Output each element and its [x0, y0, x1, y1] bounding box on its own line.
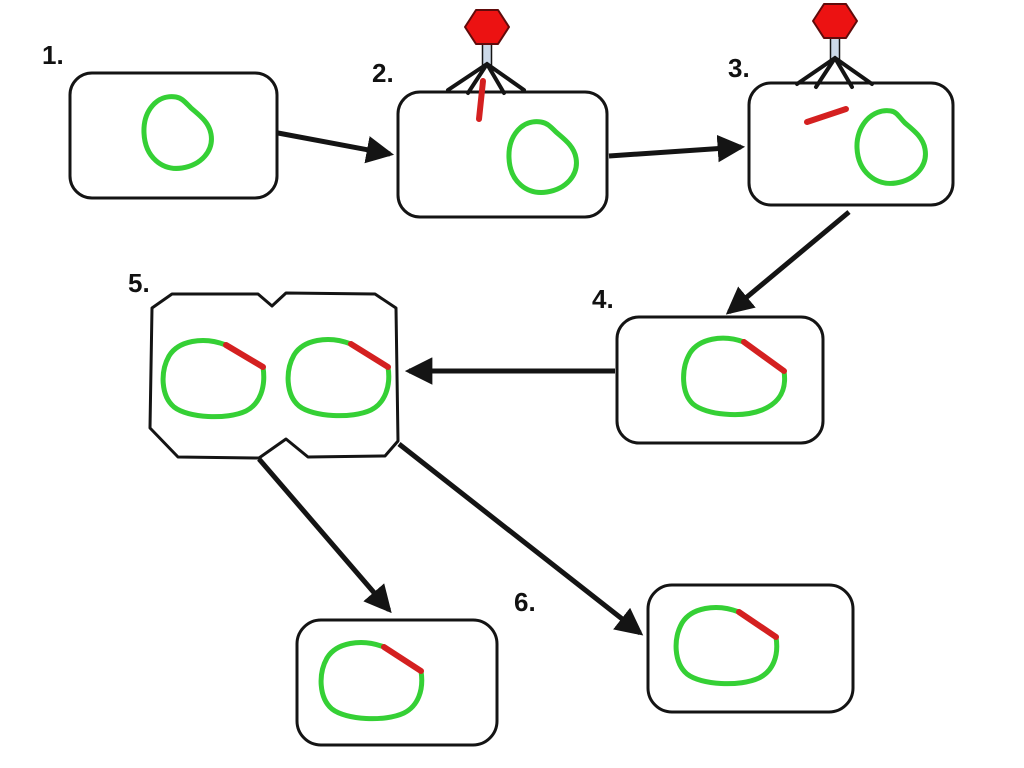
- plasmid-loop-icon: [141, 94, 214, 171]
- bacteriophage-icon: [795, 3, 874, 89]
- plasmid-loop-icon: [318, 640, 425, 722]
- plasmid-loop-icon: [506, 119, 579, 195]
- plasmid-loop-icon: [285, 337, 392, 419]
- integrated-viral-dna-icon: [736, 609, 779, 640]
- phage-capsid-head: [464, 9, 510, 45]
- step-1-label: 1.: [42, 40, 64, 70]
- bacteriophage-icon: [446, 9, 526, 95]
- phage-tail-fibers: [446, 62, 526, 95]
- cell-membrane: [646, 583, 855, 714]
- step-5-label: 5.: [128, 268, 150, 298]
- flow-arrows: [257, 130, 851, 636]
- cell-membrane: [68, 71, 279, 200]
- cell-membrane: [615, 315, 825, 445]
- plasmid-loop-icon: [673, 605, 780, 687]
- step-4-label: 4.: [592, 284, 614, 314]
- integrated-viral-dna-icon: [348, 341, 391, 370]
- step-3-cell: [747, 3, 955, 207]
- step-6-daughter-cell-right: [646, 583, 855, 714]
- integrated-viral-dna-icon: [741, 339, 787, 374]
- step-1-cell: [68, 71, 279, 200]
- viral-dna-fragment-icon: [804, 106, 849, 125]
- plasmid-loop-icon: [160, 338, 267, 420]
- step-5-dividing-cell: [148, 291, 400, 460]
- plasmid-loop-icon: [854, 108, 928, 186]
- arrow-step5-to-step6-left: [257, 457, 392, 614]
- step-6-label: 6.: [514, 587, 536, 617]
- integrated-viral-dna-icon: [381, 644, 424, 674]
- integrated-viral-dna-icon: [223, 342, 266, 370]
- cell-membrane: [295, 618, 499, 747]
- step-2-label: 2.: [372, 58, 394, 88]
- phage-tail-sheath: [829, 37, 841, 60]
- plasmid-loop-icon: [681, 335, 788, 417]
- phage-tail-fibers: [795, 56, 874, 89]
- arrow-step5-to-step6-right: [397, 442, 644, 636]
- arrow-step3-to-step4: [725, 210, 851, 315]
- injected-viral-dna-icon: [476, 78, 486, 122]
- arrow-step2-to-step3: [608, 134, 746, 163]
- phage-tail-sheath: [481, 43, 493, 66]
- arrow-step1-to-step2: [277, 130, 395, 164]
- step-3-label: 3.: [728, 53, 750, 83]
- step-4-cell: [615, 315, 825, 445]
- step-6-daughter-cell-left: [295, 618, 499, 747]
- step-2-cell: [396, 9, 609, 219]
- dividing-cell-membrane: [148, 291, 400, 460]
- phage-capsid-head: [812, 3, 858, 39]
